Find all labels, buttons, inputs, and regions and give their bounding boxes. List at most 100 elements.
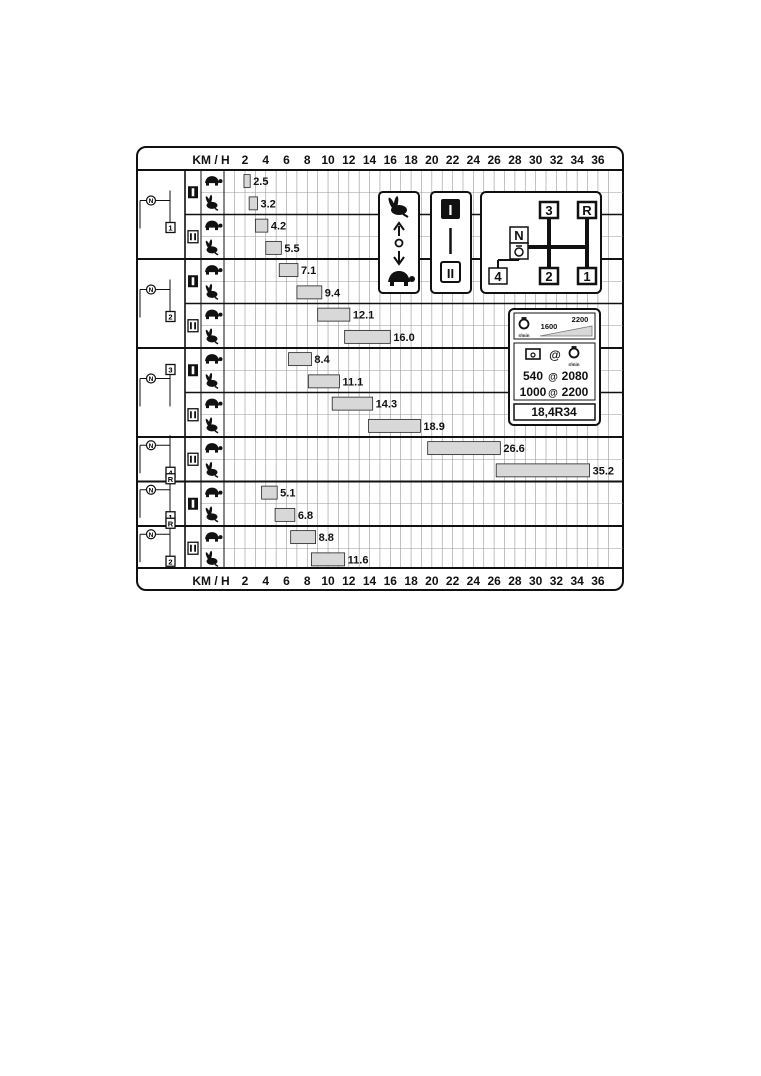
hare-icon xyxy=(205,283,219,300)
hare-icon xyxy=(205,372,219,389)
speed-value-label: 4.2 xyxy=(271,221,286,233)
svg-text:R: R xyxy=(168,475,174,484)
speed-value-label: 11.1 xyxy=(342,376,363,388)
row-separators xyxy=(137,169,623,569)
svg-text:N: N xyxy=(149,376,154,383)
neutral-circle-icon xyxy=(394,238,404,248)
gear-shift-pattern-panel: 3 R N 4 2 1 xyxy=(480,191,602,294)
speed-value-label: 35.2 xyxy=(593,465,614,477)
range-i-icon xyxy=(188,497,198,510)
tick-label: 20 xyxy=(425,153,439,167)
pto-shaft-icon xyxy=(514,245,524,257)
hare-icon xyxy=(205,239,219,256)
tick-label: 18 xyxy=(404,153,418,167)
speed-bar xyxy=(427,441,501,456)
speed-bar xyxy=(296,285,323,300)
tick-label: 6 xyxy=(283,153,290,167)
speed-bar xyxy=(274,507,296,522)
tick-label: 34 xyxy=(570,153,584,167)
tick-label: 10 xyxy=(321,574,335,588)
tick-label: 28 xyxy=(508,574,522,588)
tick-label: 20 xyxy=(425,574,439,588)
neutral-n-icon xyxy=(145,529,157,540)
tick-label: 2 xyxy=(242,153,249,167)
tick-label: 12 xyxy=(342,153,356,167)
grid-layer xyxy=(201,170,623,568)
at-symbol-3: @ xyxy=(548,388,558,399)
range-ii-icon xyxy=(187,408,199,422)
tick-label: 26 xyxy=(487,574,501,588)
range-direction-panel xyxy=(378,191,420,294)
svg-text:1: 1 xyxy=(168,224,172,233)
range-ii-icon xyxy=(187,319,199,333)
range-ii-icon xyxy=(187,541,199,555)
tick-label: 12 xyxy=(342,574,356,588)
engine-speed-icon xyxy=(518,317,530,330)
tick-label: 4 xyxy=(262,574,269,588)
range-label-ii: II xyxy=(447,266,454,281)
neutral-n-icon xyxy=(145,484,157,495)
speed-value-label: 11.6 xyxy=(348,554,369,566)
speed-value-label: 6.8 xyxy=(298,510,313,522)
rpm-ramp xyxy=(539,325,593,337)
tortoise-icon xyxy=(388,271,415,286)
speed-value-label: 26.6 xyxy=(503,443,524,455)
gear-label-4: 4 xyxy=(494,269,502,284)
tortoise-icon xyxy=(205,265,223,275)
speed-bar xyxy=(288,352,312,367)
gear-position-icon: N1 xyxy=(139,190,176,234)
axis-title-bottom: KM / H xyxy=(192,574,229,588)
hare-icon xyxy=(205,328,219,345)
speed-bar xyxy=(278,263,299,278)
pto-540-value: 540 xyxy=(523,369,543,383)
tick-label: 24 xyxy=(467,153,481,167)
gear-position-icon: N2 xyxy=(139,279,176,323)
pto-1000-engine-rpm: 2200 xyxy=(562,385,589,399)
gear-label-2: 2 xyxy=(545,269,552,284)
tick-label: 22 xyxy=(446,574,460,588)
svg-text:N: N xyxy=(149,443,154,450)
hare-icon xyxy=(205,461,219,478)
tick-label: 22 xyxy=(446,153,460,167)
tick-label: 2 xyxy=(242,574,249,588)
arrow-up-icon xyxy=(393,221,405,236)
pto-icon xyxy=(525,348,541,360)
tick-label: 4 xyxy=(262,153,269,167)
svg-text:2: 2 xyxy=(168,313,172,322)
at-symbol-2: @ xyxy=(548,372,558,383)
tick-label: 14 xyxy=(363,153,377,167)
gear-label-3: 3 xyxy=(545,203,552,218)
neutral-n-icon xyxy=(145,440,157,451)
speed-value-label: 12.1 xyxy=(353,310,374,322)
tick-label: 28 xyxy=(508,153,522,167)
gear-label-r: R xyxy=(582,203,592,218)
neutral-n-icon xyxy=(145,284,157,295)
hare-icon xyxy=(205,506,219,523)
tortoise-icon xyxy=(205,487,223,498)
speed-value-label: 3.2 xyxy=(260,198,275,210)
svg-text:N: N xyxy=(149,287,154,294)
tortoise-icon xyxy=(205,443,223,453)
gear-position-icon: N2R xyxy=(139,517,176,567)
neutral-n-icon xyxy=(145,373,157,384)
tortoise-icon xyxy=(205,354,223,364)
tortoise-icon xyxy=(205,220,223,231)
speed-bar xyxy=(261,485,278,500)
svg-text:N: N xyxy=(149,198,154,205)
pto-1000-value: 1000 xyxy=(520,385,547,399)
svg-text:1: 1 xyxy=(168,513,172,522)
pto-540-engine-rpm: 2080 xyxy=(562,369,589,383)
speed-value-label: 8.8 xyxy=(319,532,334,544)
gear-label-1: 1 xyxy=(583,269,590,284)
range-label-i: I xyxy=(448,202,452,219)
tick-label: 8 xyxy=(304,574,311,588)
rpm-low-value: 1600 xyxy=(541,322,558,331)
range-selector-panel: I II xyxy=(430,191,472,294)
gear-label-n: N xyxy=(514,228,523,243)
at-symbol: @ xyxy=(549,348,561,362)
speed-bar xyxy=(368,418,421,433)
